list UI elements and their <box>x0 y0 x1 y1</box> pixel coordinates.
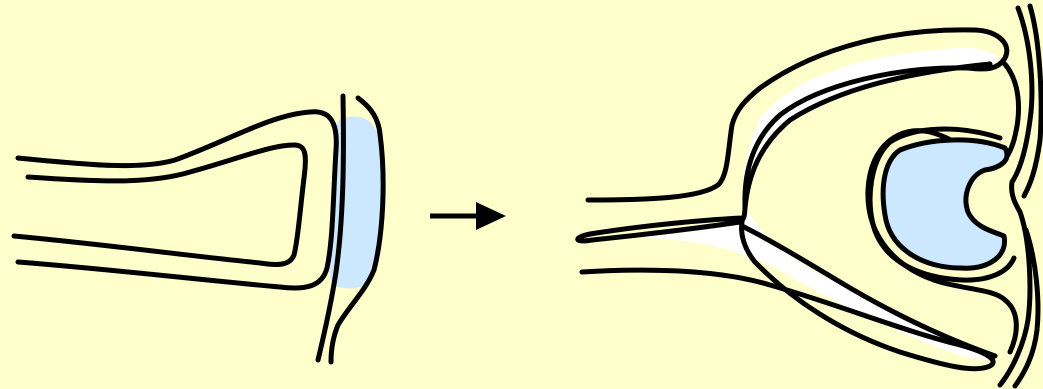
lens-vesicle <box>883 140 1007 268</box>
stage-1-optic-vesicle <box>14 96 383 362</box>
right-arrow-icon <box>430 202 506 230</box>
stage-2-optic-cup <box>578 6 1041 386</box>
